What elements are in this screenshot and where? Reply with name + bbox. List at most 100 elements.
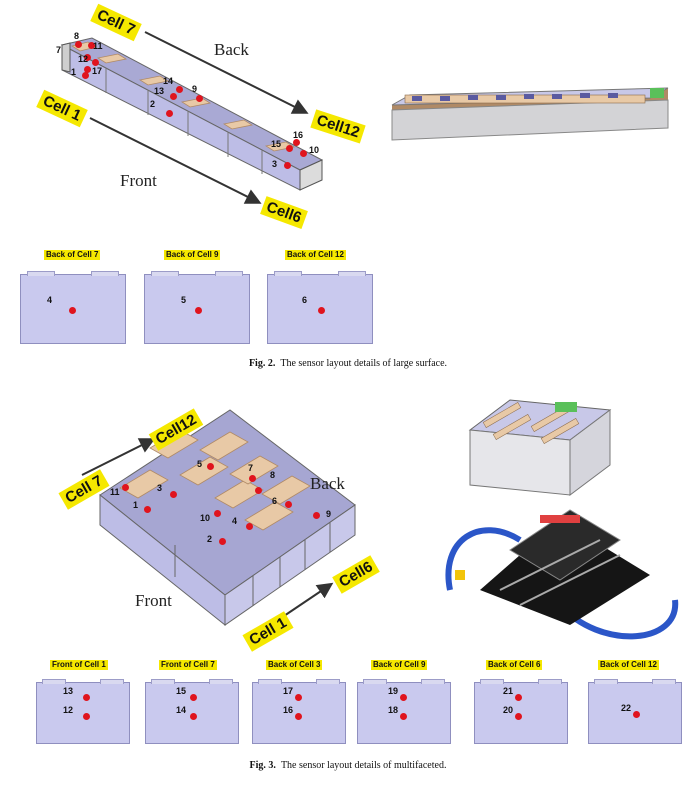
sensor-label: 11	[93, 41, 103, 51]
figure-caption: Fig. 3. The sensor layout details of mul…	[0, 760, 696, 771]
caption-text: The sensor layout details of large surfa…	[280, 358, 448, 369]
sensor-dot	[75, 41, 82, 48]
cell-face-panel: Front of Cell 7 15 14	[145, 660, 245, 745]
direction-label: Front	[135, 591, 172, 610]
sensor-dot	[176, 86, 183, 93]
direction-label: Front	[120, 171, 157, 190]
cell-face-panel: Back of Cell 3 17 16	[252, 660, 352, 745]
sensor-label: 6	[302, 295, 308, 305]
panel-title: Front of Cell 7	[159, 660, 217, 670]
sensor-dot	[88, 42, 95, 49]
sensor-label: 17	[283, 686, 294, 696]
sensor-label: 7	[56, 45, 62, 55]
sensor-dot	[400, 713, 407, 720]
sensor-label: 1	[133, 500, 139, 510]
sensor-dot	[92, 59, 99, 66]
sensor-label: 6	[272, 496, 278, 506]
sensor-dot	[196, 95, 203, 102]
sensor-dot	[285, 501, 292, 508]
cell-face: 21 20	[474, 679, 568, 744]
cell-face: 19 18	[357, 679, 451, 744]
sensor-label: 16	[293, 130, 304, 140]
sensor-dot	[170, 93, 177, 100]
sensor-dot	[207, 463, 214, 470]
caption-label: Fig. 3.	[249, 760, 276, 771]
sensor-dot	[214, 510, 221, 517]
sensor-dot	[84, 66, 91, 73]
sensor-dot	[295, 713, 302, 720]
panel-title: Back of Cell 9	[164, 250, 221, 260]
sensor-label: 17	[92, 66, 103, 76]
sensor-label: 5	[197, 459, 203, 469]
back-cell-panel: Back of Cell 7 4	[20, 250, 130, 345]
sensor-dot	[82, 72, 89, 79]
sensor-label: 13	[63, 686, 74, 696]
sensor-dot	[249, 475, 256, 482]
sensor-label: 3	[272, 159, 278, 169]
sensor-dot	[83, 713, 90, 720]
sensor-dot	[255, 487, 262, 494]
sensor-label: 21	[503, 686, 514, 696]
direction-label: Back	[310, 474, 345, 493]
sensor-dot	[195, 307, 202, 314]
cell-face: 17 16	[252, 679, 346, 744]
cell-face: 6	[267, 271, 373, 344]
sensor-dot	[144, 506, 151, 513]
sensor-label: 4	[47, 295, 53, 305]
sensor-label: 12	[63, 705, 74, 715]
sensor-dot	[313, 512, 320, 519]
sensor-dot	[122, 484, 129, 491]
direction-label: Back	[214, 40, 249, 59]
sensor-dot	[515, 694, 522, 701]
cell-face: 4	[20, 271, 126, 344]
sensor-label: 12	[78, 54, 89, 64]
cell-face-panel: Back of Cell 6 21 20	[474, 660, 574, 745]
sensor-label: 15	[176, 686, 187, 696]
sensor-dot	[246, 523, 253, 530]
sensor-label: 13	[154, 86, 165, 96]
sensor-dot	[515, 713, 522, 720]
sensor-dot	[190, 713, 197, 720]
sensor-label: 16	[283, 705, 294, 715]
sensor-label: 2	[207, 534, 213, 544]
back-cell-panel: Back of Cell 12 6	[267, 250, 377, 345]
sensor-label: 5	[181, 295, 187, 305]
sensor-dot	[293, 139, 300, 146]
caption-text: The sensor layout details of multifacete…	[280, 760, 447, 771]
sensor-dot	[318, 307, 325, 314]
sensor-label: 10	[200, 513, 211, 523]
sensor-dot	[170, 491, 177, 498]
sensor-label: 14	[176, 705, 187, 715]
back-cell-panel: Back of Cell 9 5	[144, 250, 254, 345]
sensor-label: 9	[326, 509, 332, 519]
cell-face: 13 12	[36, 679, 130, 744]
fig3-module-diagram	[81, 399, 679, 640]
cell-face-panel: Back of Cell 9 19 18	[357, 660, 457, 745]
panel-title: Back of Cell 12	[598, 660, 659, 670]
cell-face: 5	[144, 271, 250, 344]
cell-face: 15 14	[145, 679, 239, 744]
panel-title: Back of Cell 6	[486, 660, 543, 670]
sensor-dot	[69, 307, 76, 314]
sensor-label: 2	[150, 99, 156, 109]
sensor-label: 3	[157, 483, 163, 493]
sensor-dot	[166, 110, 173, 117]
panel-title: Back of Cell 9	[371, 660, 428, 670]
sensor-dot	[295, 694, 302, 701]
sensor-label: 1	[71, 67, 77, 77]
panel-title: Back of Cell 7	[44, 250, 101, 260]
sensor-label: 15	[271, 139, 282, 149]
sensor-label: 8	[74, 31, 80, 41]
sensor-label: 14	[163, 76, 174, 86]
caption-label: Fig. 2.	[248, 358, 276, 369]
sensor-dot	[219, 538, 226, 545]
sensor-dot	[284, 162, 291, 169]
sensor-label: 11	[110, 487, 120, 497]
sensor-label: 9	[192, 84, 198, 94]
fig2-module-diagram	[60, 31, 669, 204]
sensor-label: 19	[388, 686, 399, 696]
sensor-label: 18	[388, 705, 399, 715]
sensor-label: 8	[270, 470, 276, 480]
panel-title: Back of Cell 12	[285, 250, 346, 260]
sensor-label: 10	[309, 145, 320, 155]
